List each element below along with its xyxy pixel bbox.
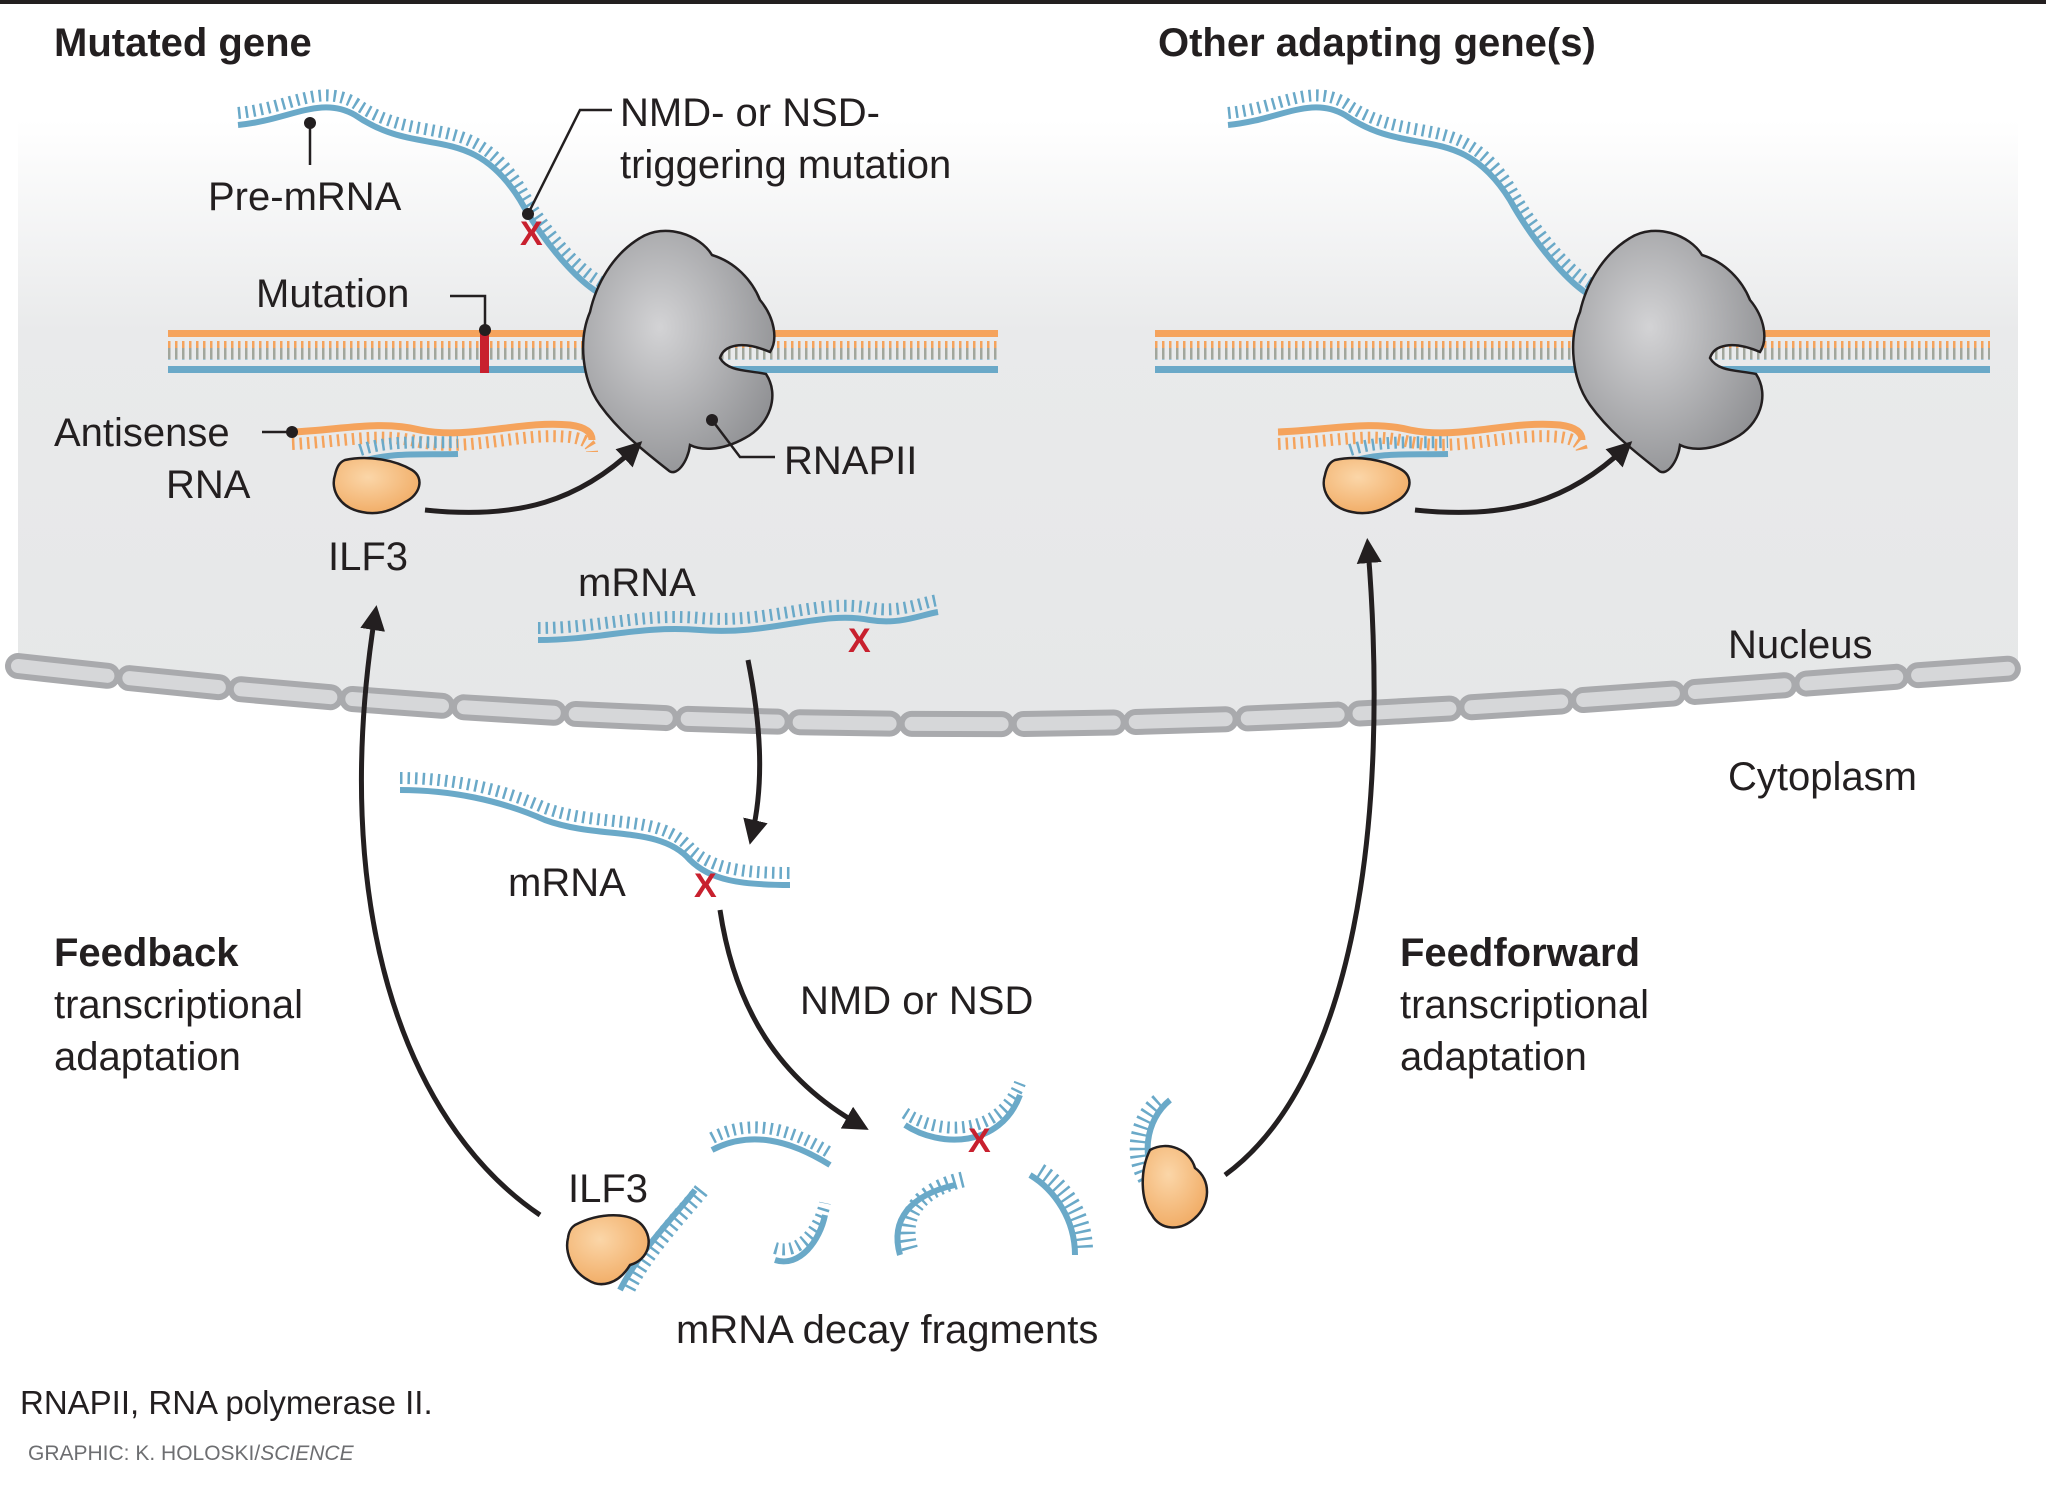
mrna-cytoplasm: X (399, 772, 791, 905)
label-mutation: Mutation (256, 272, 409, 316)
heading-mutated-gene: Mutated gene (54, 21, 312, 65)
nuclear-envelope-highlight (11, 659, 2025, 732)
pre-mrna-left (237, 89, 621, 303)
heading-other-adapting-gene: Other adapting gene(s) (1158, 21, 1596, 65)
label-mrna-nucleus: mRNA (578, 561, 696, 605)
svg-text:X: X (520, 215, 543, 253)
label-antisense-line2: RNA (166, 463, 251, 507)
credit-prefix: GRAPHIC: K. HOLOSKI/ (28, 1442, 260, 1465)
label-decay-fragments: mRNA decay fragments (676, 1308, 1098, 1352)
mrna-nucleus: X (537, 594, 940, 660)
arrow-feedforward (1223, 538, 1382, 1178)
feedforward-line1: transcriptional (1400, 983, 1649, 1027)
arrow-export (743, 659, 768, 845)
label-ilf3-top: ILF3 (328, 535, 408, 579)
top-rule (0, 0, 2046, 4)
feedforward-line2: adaptation (1400, 1035, 1587, 1079)
label-antisense-line1: Antisense (54, 411, 230, 455)
credit-source: SCIENCE (260, 1442, 354, 1465)
nucleus-region (18, 120, 2018, 723)
feedback-line2: adaptation (54, 1035, 241, 1079)
label-nucleus: Nucleus (1728, 623, 1873, 667)
arrow-nmd-nsd (717, 909, 869, 1130)
label-cytoplasm: Cytoplasm (1728, 755, 1917, 799)
decay-fragments (617, 1080, 1172, 1292)
feedforward-title: Feedforward (1400, 931, 1640, 975)
ilf3-protein-top-right (1322, 456, 1411, 515)
graphic-credit: GRAPHIC: K. HOLOSKI/SCIENCE (28, 1442, 355, 1465)
ilf3-protein-bottom-right (1141, 1144, 1209, 1229)
arrow-feedback (359, 605, 542, 1218)
svg-text:X: X (848, 622, 871, 660)
arrow-ilf3-to-rnapii-right (1414, 441, 1633, 515)
decay-fragment-x: X (968, 1122, 991, 1160)
label-mrna-cytoplasm: mRNA (508, 861, 626, 905)
label-nmd-mutation-line1: NMD- or NSD- (620, 91, 880, 135)
footnote: RNAPII, RNA polymerase II. (20, 1384, 433, 1421)
svg-text:X: X (694, 867, 717, 905)
rnapii-right (1571, 229, 1766, 474)
ilf3-protein-bottom-left (566, 1214, 650, 1286)
dna-right (1155, 330, 1990, 373)
ilf3-protein-top-left (332, 456, 421, 515)
label-rnapii: RNAPII (784, 439, 917, 483)
feedback-line1: transcriptional (54, 983, 303, 1027)
arrow-ilf3-to-rnapii-left (424, 441, 643, 515)
label-nmd-or-nsd: NMD or NSD (800, 979, 1033, 1023)
label-nmd-mutation-line2: triggering mutation (620, 143, 951, 187)
pre-mrna-mutation-x: X (520, 108, 612, 253)
rnapii-left (581, 229, 776, 474)
label-pre-mrna: Pre-mRNA (208, 175, 402, 219)
feedback-title: Feedback (54, 931, 239, 975)
dna-mutation-marker (450, 294, 491, 373)
label-ilf3-bottom: ILF3 (568, 1167, 648, 1211)
pre-mrna-right (1227, 89, 1606, 303)
